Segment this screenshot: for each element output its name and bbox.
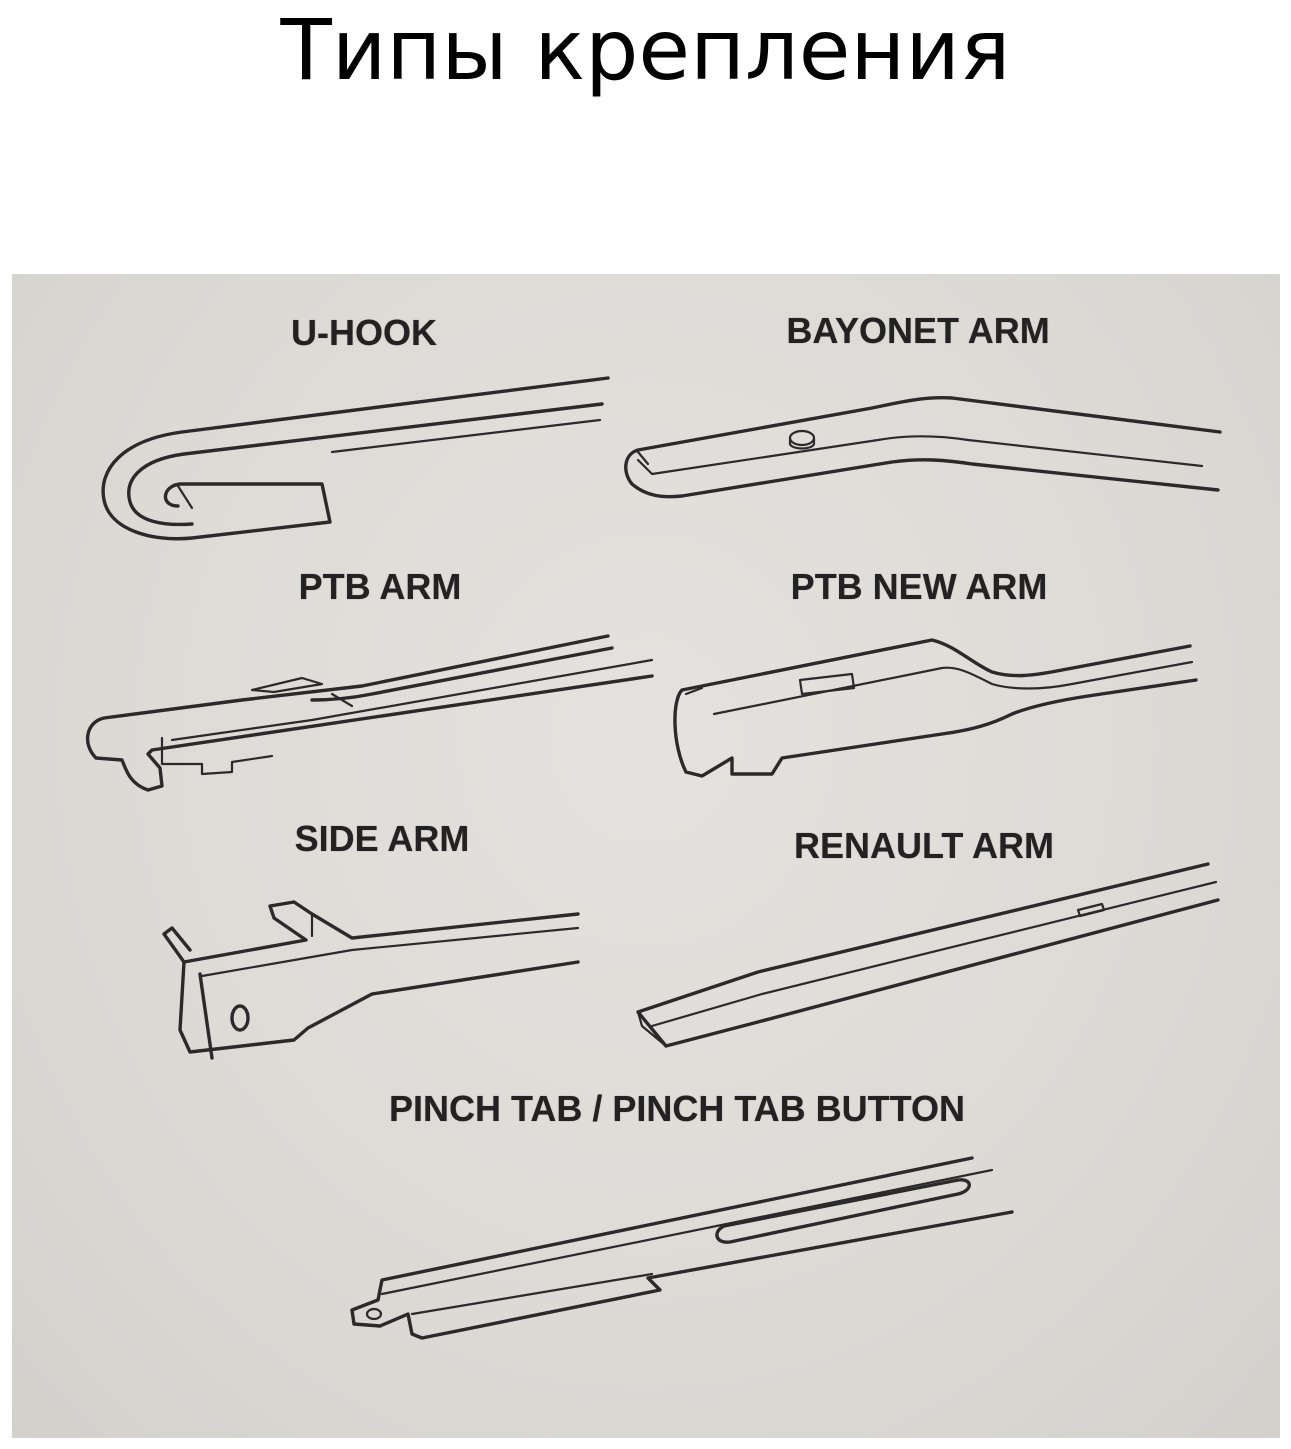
label-renault-arm: RENAULT ARM (794, 825, 1054, 866)
ptb-new-arm-drawing (673, 638, 1198, 778)
mount-types-photo: U-HOOK BAYONET ARM PTB ARM PTB NEW ARM S… (12, 274, 1280, 1438)
label-ptb-new-arm: PTB NEW ARM (790, 566, 1048, 607)
ptb-arm-drawing (85, 634, 654, 792)
page-title: Типы крепления (280, 1, 1011, 99)
side-arm-drawing (162, 900, 580, 1060)
bayonet-arm-drawing (624, 395, 1222, 499)
pinch-tab-drawing (350, 1156, 1014, 1340)
wiper-arm-drawings (85, 376, 1222, 1340)
label-u-hook: U-HOOK (291, 312, 437, 353)
label-bayonet-arm: BAYONET ARM (786, 310, 1050, 351)
label-pinch-tab: PINCH TAB / PINCH TAB BUTTON (389, 1088, 965, 1129)
label-ptb-arm: PTB ARM (298, 566, 462, 607)
u-hook-drawing (101, 376, 610, 541)
label-side-arm: SIDE ARM (294, 818, 470, 859)
renault-arm-drawing (636, 862, 1220, 1048)
